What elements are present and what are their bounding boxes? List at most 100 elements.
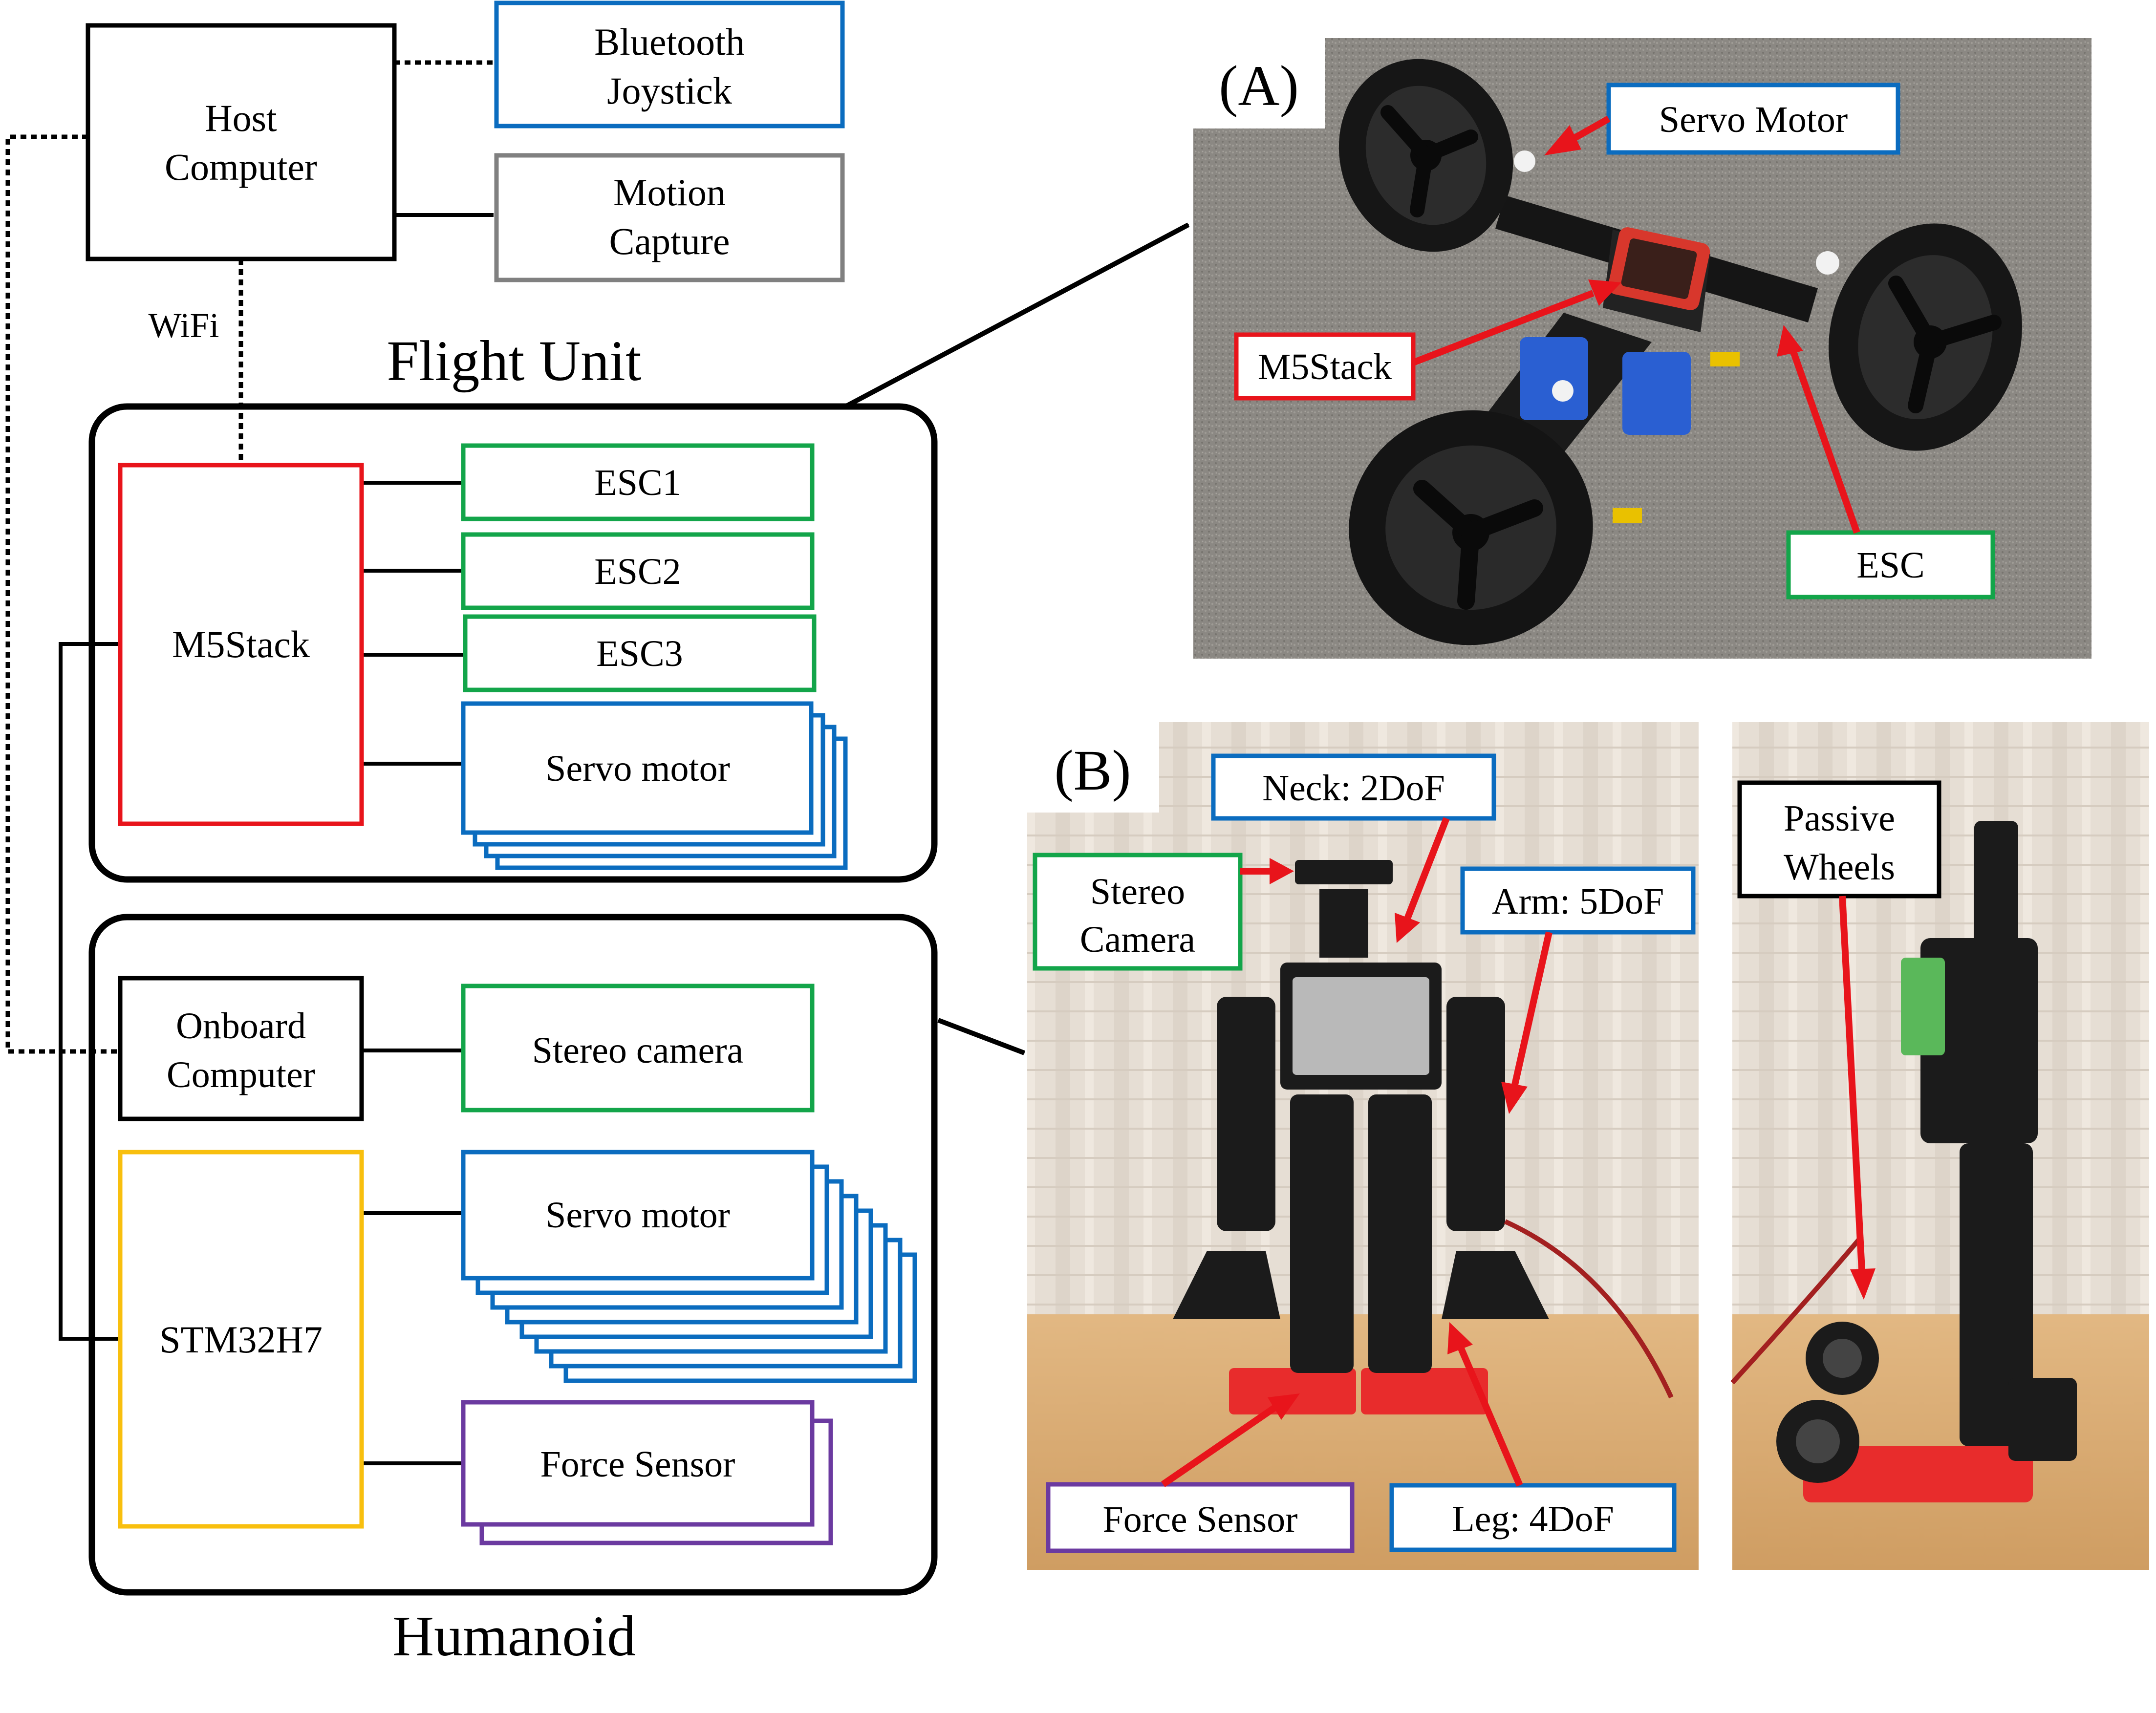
onboard-label-line1: Onboard — [176, 1006, 306, 1047]
host-computer-box: Host Computer — [86, 23, 397, 261]
stereo-camera-box — [461, 984, 815, 1113]
callout-force-arrowhead — [1268, 1393, 1300, 1420]
onboard-label-line2: Computer — [167, 1054, 315, 1095]
callout-arm — [1460, 866, 1696, 935]
m5stack-box — [118, 463, 364, 826]
battery-right — [1622, 352, 1691, 435]
callout-wheels-shaft — [1839, 896, 1865, 1271]
side-battery — [1901, 958, 1945, 1055]
flight-unit-group: Flight Unit M5Stack ESC1 ESC2 ESC3 Servo… — [88, 329, 938, 883]
callout-stereo — [1033, 853, 1243, 971]
photo-a-panel: (A) — [1193, 38, 2091, 659]
photo-a-callouts: Servo Motor M5Stack ESC — [1234, 83, 1995, 600]
joystick-label-line2: Joystick — [607, 69, 732, 112]
callout-stereo-line1: Stereo — [1090, 871, 1185, 912]
stereo-camera-label: Stereo camera — [532, 1030, 744, 1071]
flight-unit-frame — [88, 403, 938, 883]
callout-esc — [1786, 530, 1995, 600]
callout-neck-arrowhead — [1395, 913, 1420, 943]
esc1-label: ESC1 — [594, 462, 681, 503]
flight-unit-drone — [1338, 59, 2022, 645]
side-cable — [1730, 1234, 1864, 1385]
left-leg — [1290, 1094, 1354, 1373]
photo-a-label: (A) — [1219, 54, 1299, 118]
right-gripper — [1442, 1251, 1549, 1319]
wifi-label: WiFi — [148, 306, 219, 345]
callout-passive-wheels-line2: Wheels — [1784, 847, 1895, 888]
onboard-computer-box — [118, 976, 364, 1121]
right-arm — [1446, 997, 1505, 1231]
esc3-box — [463, 614, 817, 692]
callout-m5stack-shaft — [1412, 290, 1595, 366]
host-label-line2: Computer — [165, 146, 317, 188]
humanoid-servo-label: Servo motor — [545, 1195, 730, 1236]
esc2-box — [461, 532, 815, 610]
duct-fan-3 — [1349, 410, 1593, 645]
force-sensor-stack — [461, 1400, 833, 1545]
humanoid-servo-stack — [461, 1150, 917, 1383]
humanoid-group: Humanoid Onboard Computer Stereo camera … — [88, 914, 938, 1668]
drone-center-body — [1514, 150, 1839, 523]
side-gripper — [2008, 1378, 2077, 1461]
photo-b-side-panel: Passive Wheels — [1730, 722, 2149, 1570]
callout-force-sensor-label: Force Sensor — [1103, 1499, 1298, 1540]
callout-wheels-arrowhead — [1850, 1268, 1876, 1300]
callout-neck-shaft — [1404, 817, 1450, 920]
m5stack-label: M5Stack — [172, 623, 310, 665]
callout-leg-label: Leg: 4DoF — [1452, 1499, 1614, 1540]
flight-unit-title: Flight Unit — [387, 329, 641, 393]
duct-fan-1 — [1338, 59, 1513, 252]
stereo-camera-head — [1295, 860, 1393, 884]
callout-leg-shaft — [1458, 1347, 1523, 1487]
callout-esc-arrowhead — [1777, 325, 1803, 357]
callout-m5stack-label: M5Stack — [1258, 346, 1392, 387]
side-head — [1974, 821, 2018, 948]
wifi-label-bg — [139, 303, 227, 352]
mocap-label-line1: Motion — [613, 171, 726, 214]
host-onboard-link — [5, 134, 120, 1054]
left-arm — [1217, 997, 1275, 1231]
callout-force-shaft — [1161, 1404, 1277, 1487]
joystick-label-line1: Bluetooth — [594, 21, 745, 63]
stm32-label: STM32H7 — [159, 1318, 323, 1361]
force-sensor-label: Force Sensor — [540, 1444, 735, 1485]
photo-b-front-callouts: Neck: 2DoF Stereo Camera Arm: 5DoF Force… — [1033, 753, 1696, 1553]
motion-capture-box: Motion Capture — [494, 153, 845, 282]
callout-stereo-line2: Camera — [1080, 919, 1195, 960]
battery-left — [1520, 337, 1588, 420]
callout-force-sensor — [1046, 1482, 1355, 1553]
photo-b-label-bg — [1027, 722, 1159, 813]
humanoid-robot-front — [1173, 860, 1674, 1414]
callout-m5stack — [1234, 332, 1416, 401]
right-leg — [1368, 1094, 1432, 1373]
callout-m5stack-arrowhead — [1588, 279, 1621, 306]
callout-arm-arrowhead — [1501, 1082, 1528, 1114]
mocap-label-line2: Capture — [609, 220, 730, 262]
callout-arm-label: Arm: 5DoF — [1492, 881, 1664, 922]
callout-passive-wheels — [1737, 780, 1941, 899]
right-foot-plate — [1361, 1368, 1488, 1414]
esc2-label: ESC2 — [594, 551, 681, 592]
esc1-box — [461, 443, 815, 521]
callout-leg-arrowhead — [1447, 1322, 1473, 1354]
esc3-label: ESC3 — [596, 633, 683, 674]
humanoid-title: Humanoid — [392, 1604, 636, 1668]
callout-esc-label: ESC — [1856, 545, 1924, 586]
callout-stereo-arrowhead — [1270, 858, 1294, 884]
callout-neck-label: Neck: 2DoF — [1262, 768, 1445, 809]
left-gripper — [1173, 1251, 1280, 1319]
stm32-box — [118, 1150, 364, 1529]
callout-servo-motor-label: Servo Motor — [1659, 99, 1848, 140]
callout-arm-shaft — [1511, 931, 1552, 1086]
callout-servo-arrowhead — [1544, 125, 1581, 155]
callout-neck — [1211, 753, 1496, 821]
host-label-line1: Host — [205, 97, 277, 139]
duct-fan-2 — [1829, 223, 2022, 451]
flight-servo-stack — [461, 701, 848, 870]
photo-a-label-bg — [1193, 38, 1325, 128]
photo-b-label: (B) — [1054, 738, 1131, 802]
callout-passive-wheels-line1: Passive — [1784, 798, 1895, 839]
power-cable — [1504, 1219, 1674, 1399]
